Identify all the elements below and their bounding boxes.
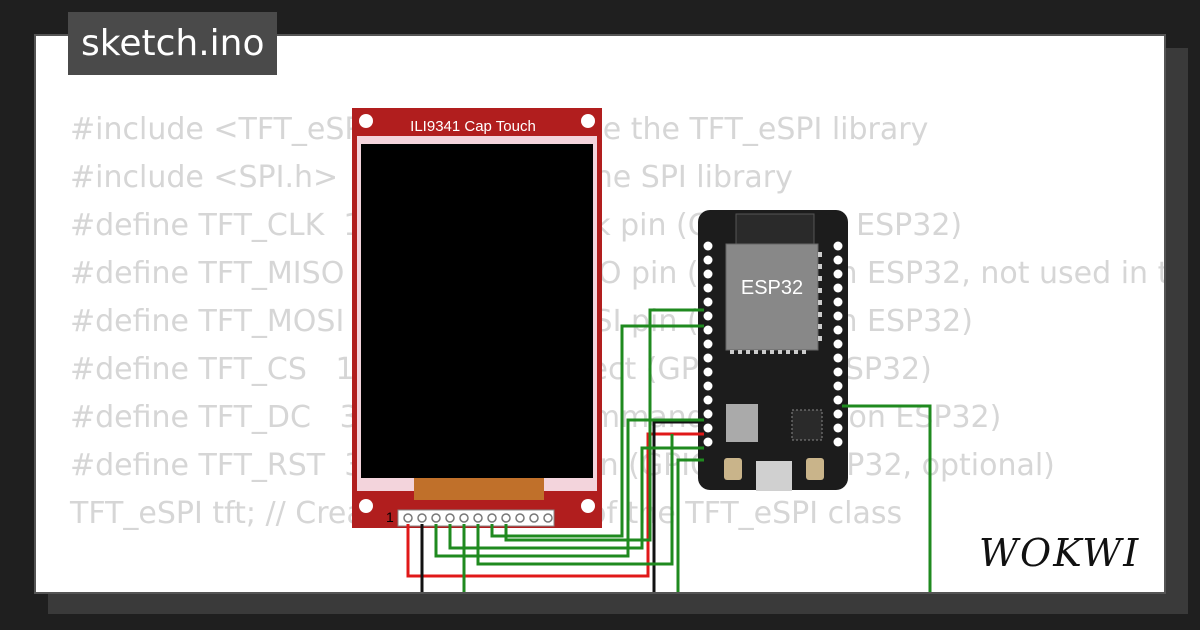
file-title[interactable]: sketch.ino [68,12,278,75]
board-pin-right[interactable] [833,255,843,265]
board-pin-right[interactable] [833,437,843,447]
display-pin[interactable] [487,513,497,523]
chip-pad [762,350,766,354]
wires [406,308,932,592]
wire-green-right-2 [676,458,704,592]
chip-pad [818,300,822,305]
board-pin-right[interactable] [833,409,843,419]
wire-green-mosi [476,434,674,566]
voltage-regulator [726,404,758,442]
board-pin-right[interactable] [833,367,843,377]
board-pin-right[interactable] [833,339,843,349]
display-pin[interactable] [543,513,553,523]
display-pin[interactable] [403,513,413,523]
board-pin-left[interactable] [703,311,713,321]
chip-pad [818,288,822,293]
wokwi-logo-text: WOKWI [979,531,1140,575]
display-label: ILI9341 Cap Touch [410,118,536,135]
wire-green-cs [434,418,704,558]
board-pin-right[interactable] [833,297,843,307]
lcd-screen-icon [361,144,593,478]
preview-card: #include <TFT_eSPI.h> // Include the TFT… [34,34,1166,594]
board-pin-right[interactable] [833,395,843,405]
board-pin-left[interactable] [703,437,713,447]
esp32-chip-icon [725,243,819,351]
chip-pad [730,350,734,354]
wire-green-rst [448,446,704,550]
board-pin-left[interactable] [703,269,713,279]
chip-pad [786,350,790,354]
chip-pad [794,350,798,354]
display-flex-connector [414,478,544,500]
esp32-antenna [735,213,815,245]
chip-pad [802,350,806,354]
board-pin-left[interactable] [703,395,713,405]
ili9341-display[interactable]: ILI9341 Cap Touch 1 [352,108,602,528]
display-mount-hole [581,499,595,513]
display-pin[interactable] [473,513,483,523]
display-pins [403,513,553,523]
usb-port-icon [756,461,792,491]
chip-pad [738,350,742,354]
wokwi-logo-icon[interactable]: WOKWI [975,522,1153,580]
chip-pad [818,324,822,329]
display-pin[interactable] [515,513,525,523]
circuit-diagram: ILI9341 Cap Touch 1 ESP32 [352,108,932,592]
board-pin-left[interactable] [703,367,713,377]
esp32-devkit[interactable]: ESP32 [698,210,848,491]
board-pin-right[interactable] [833,241,843,251]
display-pin[interactable] [529,513,539,523]
display-mount-hole [359,499,373,513]
board-pin-left[interactable] [703,255,713,265]
chip-pad [754,350,758,354]
chip-pad [818,336,822,341]
display-pin[interactable] [501,513,511,523]
display-pin[interactable] [445,513,455,523]
wire-red-vcc [406,432,704,578]
chip-pad [770,350,774,354]
board-pin-left[interactable] [703,423,713,433]
board-pins [703,241,843,447]
chip-pad [818,252,822,257]
board-pin-right[interactable] [833,353,843,363]
wire-green-right [842,404,932,592]
board-pin-left[interactable] [703,381,713,391]
board-pin-right[interactable] [833,325,843,335]
board-pin-left[interactable] [703,325,713,335]
board-pin-left[interactable] [703,409,713,419]
board-pin-left[interactable] [703,283,713,293]
chip-pad [818,312,822,317]
esp32-label: ESP32 [741,277,803,299]
chip-pad [818,264,822,269]
chip-pad [818,276,822,281]
board-pin-right[interactable] [833,381,843,391]
display-pin[interactable] [459,513,469,523]
board-pin-right[interactable] [833,311,843,321]
board-pin-left[interactable] [703,297,713,307]
display-pin[interactable] [431,513,441,523]
display-pin[interactable] [417,513,427,523]
board-pin-left[interactable] [703,353,713,363]
chip-pads [730,252,822,354]
pin-1-label: 1 [386,509,394,525]
board-pin-right[interactable] [833,269,843,279]
display-mount-hole [581,114,595,128]
board-pin-left[interactable] [703,339,713,349]
wire-black-gnd-2 [652,420,704,592]
board-pin-right[interactable] [833,423,843,433]
board-pin-right[interactable] [833,283,843,293]
boot-button [724,458,742,480]
chip-pad [746,350,750,354]
board-pin-left[interactable] [703,241,713,251]
en-button [806,458,824,480]
usb-chip [791,409,823,441]
display-mount-hole [359,114,373,128]
wire-green-miso [504,308,704,542]
chip-pad [778,350,782,354]
